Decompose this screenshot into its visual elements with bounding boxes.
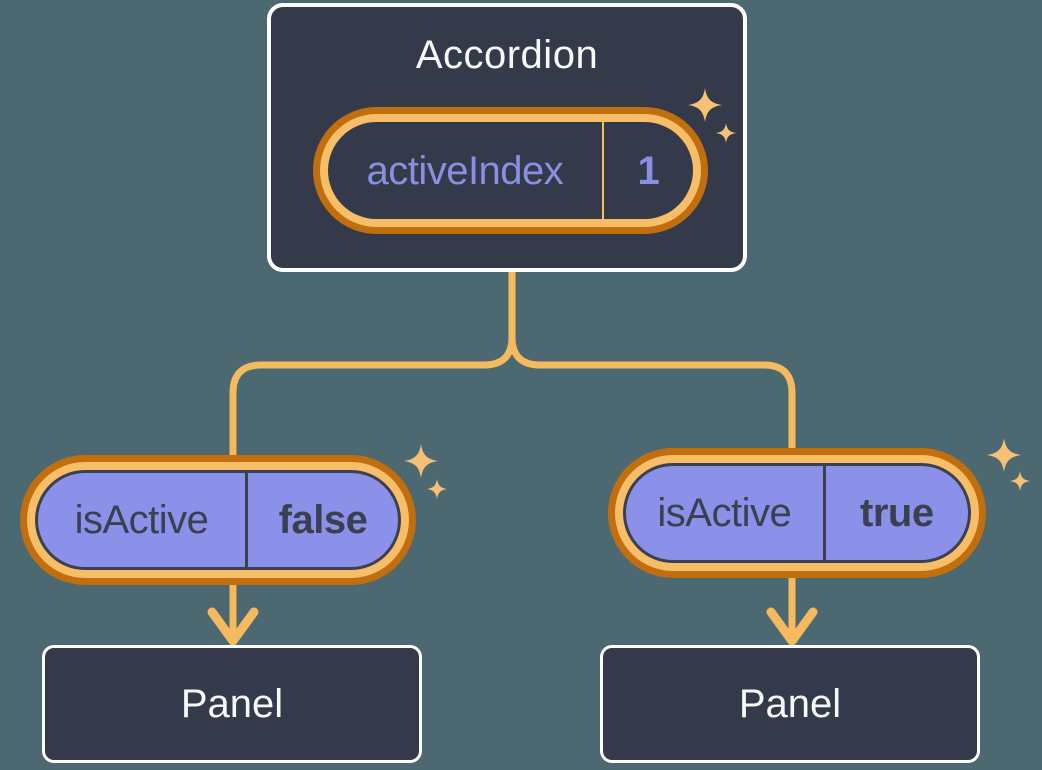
state-pill-value: 1 [637, 148, 660, 193]
state-pill-label: activeIndex [366, 148, 564, 193]
sparkle-icon [427, 479, 447, 499]
prop-pill-value: false [278, 498, 368, 542]
prop-pill-divider [822, 466, 826, 560]
accordion-component-card: Accordion activeIndex 1 [267, 3, 747, 272]
panel-label: Panel [738, 681, 842, 726]
sparkle-icon [987, 438, 1021, 472]
prop-pill-isactive-false: isActive false [20, 455, 416, 585]
prop-pill-label: isActive [74, 498, 209, 542]
panel-card: Panel [600, 645, 980, 763]
sparkle-icon [404, 444, 438, 478]
panel-label: Panel [180, 681, 284, 726]
state-pill: activeIndex 1 [313, 107, 708, 234]
prop-pill-value: true [860, 491, 934, 535]
accordion-title: Accordion [415, 33, 599, 77]
panel-card: Panel [42, 645, 422, 763]
state-pill-divider [601, 122, 604, 219]
arrow-down-icon [766, 607, 818, 646]
prop-pill-label: isActive [657, 491, 792, 535]
arrow-down-icon [207, 607, 259, 646]
sparkle-icon [1010, 471, 1030, 491]
prop-pill-isactive-true: isActive true [608, 448, 986, 578]
